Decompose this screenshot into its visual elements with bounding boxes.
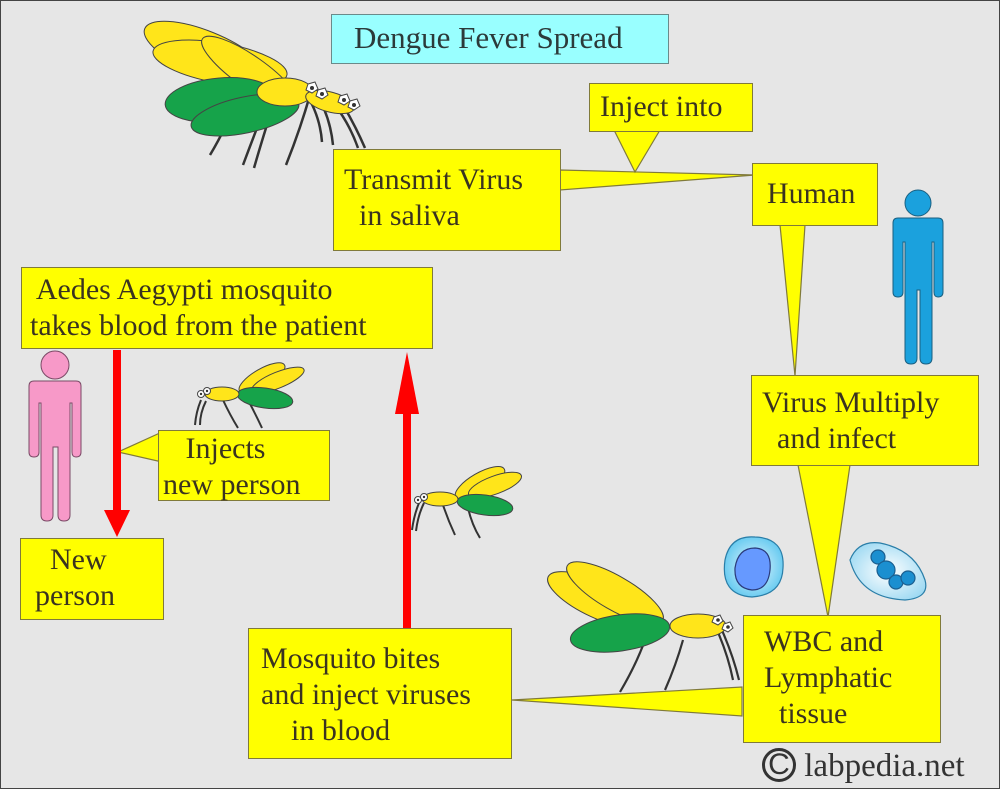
arrow-up-head	[395, 352, 419, 414]
tail-transmit-to-human	[559, 169, 756, 191]
mosquito-icon-bottom	[547, 561, 741, 693]
transmit-virus-box: Transmit Virus in saliva	[333, 149, 561, 251]
lymphocyte-cell-icon	[849, 542, 927, 601]
new-person-box: New person	[20, 538, 164, 620]
inject-into-box: Inject into	[589, 83, 753, 132]
injects-new-person-box: Injects new person	[158, 430, 330, 501]
tail-inject-into	[613, 129, 662, 174]
virus-multiply-box: Virus Multiply and infect	[751, 375, 979, 466]
mosquito-icon-middle	[411, 466, 522, 539]
wbc-cell-icon	[723, 536, 784, 598]
aedes-mosquito-box: Aedes Aegypti mosquito takes blood from …	[21, 267, 433, 349]
human-icon-pink	[28, 350, 82, 522]
tail-multiply-to-wbc	[797, 464, 851, 618]
arrow-down-head	[104, 510, 130, 537]
red-arrows	[104, 350, 419, 628]
copyright-text: labpedia.net	[804, 748, 965, 784]
mosquito-bites-box: Mosquito bites and inject viruses in blo…	[248, 628, 512, 759]
arrow-up-shaft	[403, 410, 411, 628]
copyright-icon: C	[762, 748, 796, 782]
tail-human-to-multiply	[779, 224, 806, 377]
page-title: Dengue Fever Spread	[331, 14, 669, 64]
wbc-lymphatic-box: WBC and Lymphatic tissue	[743, 615, 941, 743]
human-icon-blue	[892, 189, 944, 365]
tail-bites-to-wbc	[511, 686, 743, 717]
mosquito-icon-small	[194, 362, 305, 429]
copyright-label: C labpedia.net	[762, 746, 965, 786]
human-box: Human	[752, 163, 878, 226]
callout-tails	[116, 129, 851, 717]
tail-injects-new	[116, 431, 163, 463]
mosquito-icon-large	[143, 20, 367, 169]
arrow-down-shaft	[113, 350, 121, 512]
